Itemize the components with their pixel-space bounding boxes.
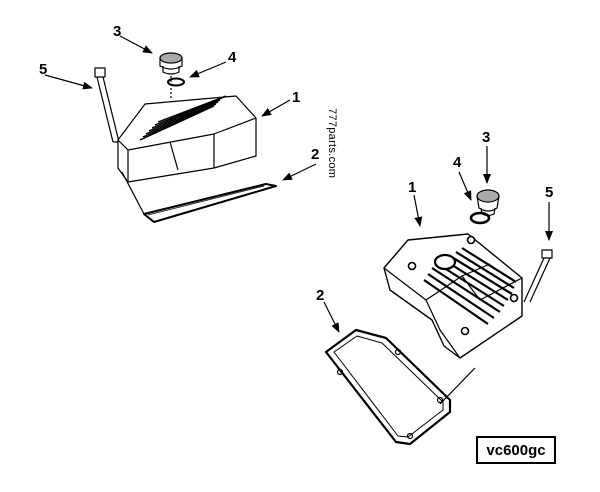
lower-callout-gasket: 2 xyxy=(316,287,325,304)
watermark-text: 777parts.com xyxy=(326,108,338,179)
upper-callout-bolt: 5 xyxy=(39,61,48,78)
lower-cover-drawing xyxy=(383,233,523,359)
upper-plug-drawing xyxy=(159,52,183,75)
lower-plug-drawing xyxy=(476,189,500,217)
upper-bolt-drawing xyxy=(94,67,120,143)
lower-callout-bolt: 5 xyxy=(545,184,554,201)
upper-oring-drawing xyxy=(167,77,185,87)
diagram-code-label: vc600gc xyxy=(486,441,546,459)
lower-assembly xyxy=(323,146,553,446)
lower-callout-cover: 1 xyxy=(408,179,417,196)
lower-callout-oring: 4 xyxy=(453,154,462,171)
lower-oring-drawing xyxy=(469,211,491,225)
upper-callout-gasket: 2 xyxy=(311,146,320,163)
upper-assembly xyxy=(44,35,317,223)
upper-callout-plug: 3 xyxy=(113,23,122,40)
lower-callout-plug: 3 xyxy=(482,129,491,146)
upper-callout-cover: 1 xyxy=(292,89,301,106)
upper-callout-oring: 4 xyxy=(228,49,237,66)
lower-bolt-drawing xyxy=(523,249,553,303)
diagram-code-box: vc600gc xyxy=(476,436,556,464)
upper-gasket-drawing xyxy=(143,183,277,223)
upper-cover-drawing xyxy=(117,95,257,183)
lower-gasket-drawing xyxy=(324,328,452,446)
